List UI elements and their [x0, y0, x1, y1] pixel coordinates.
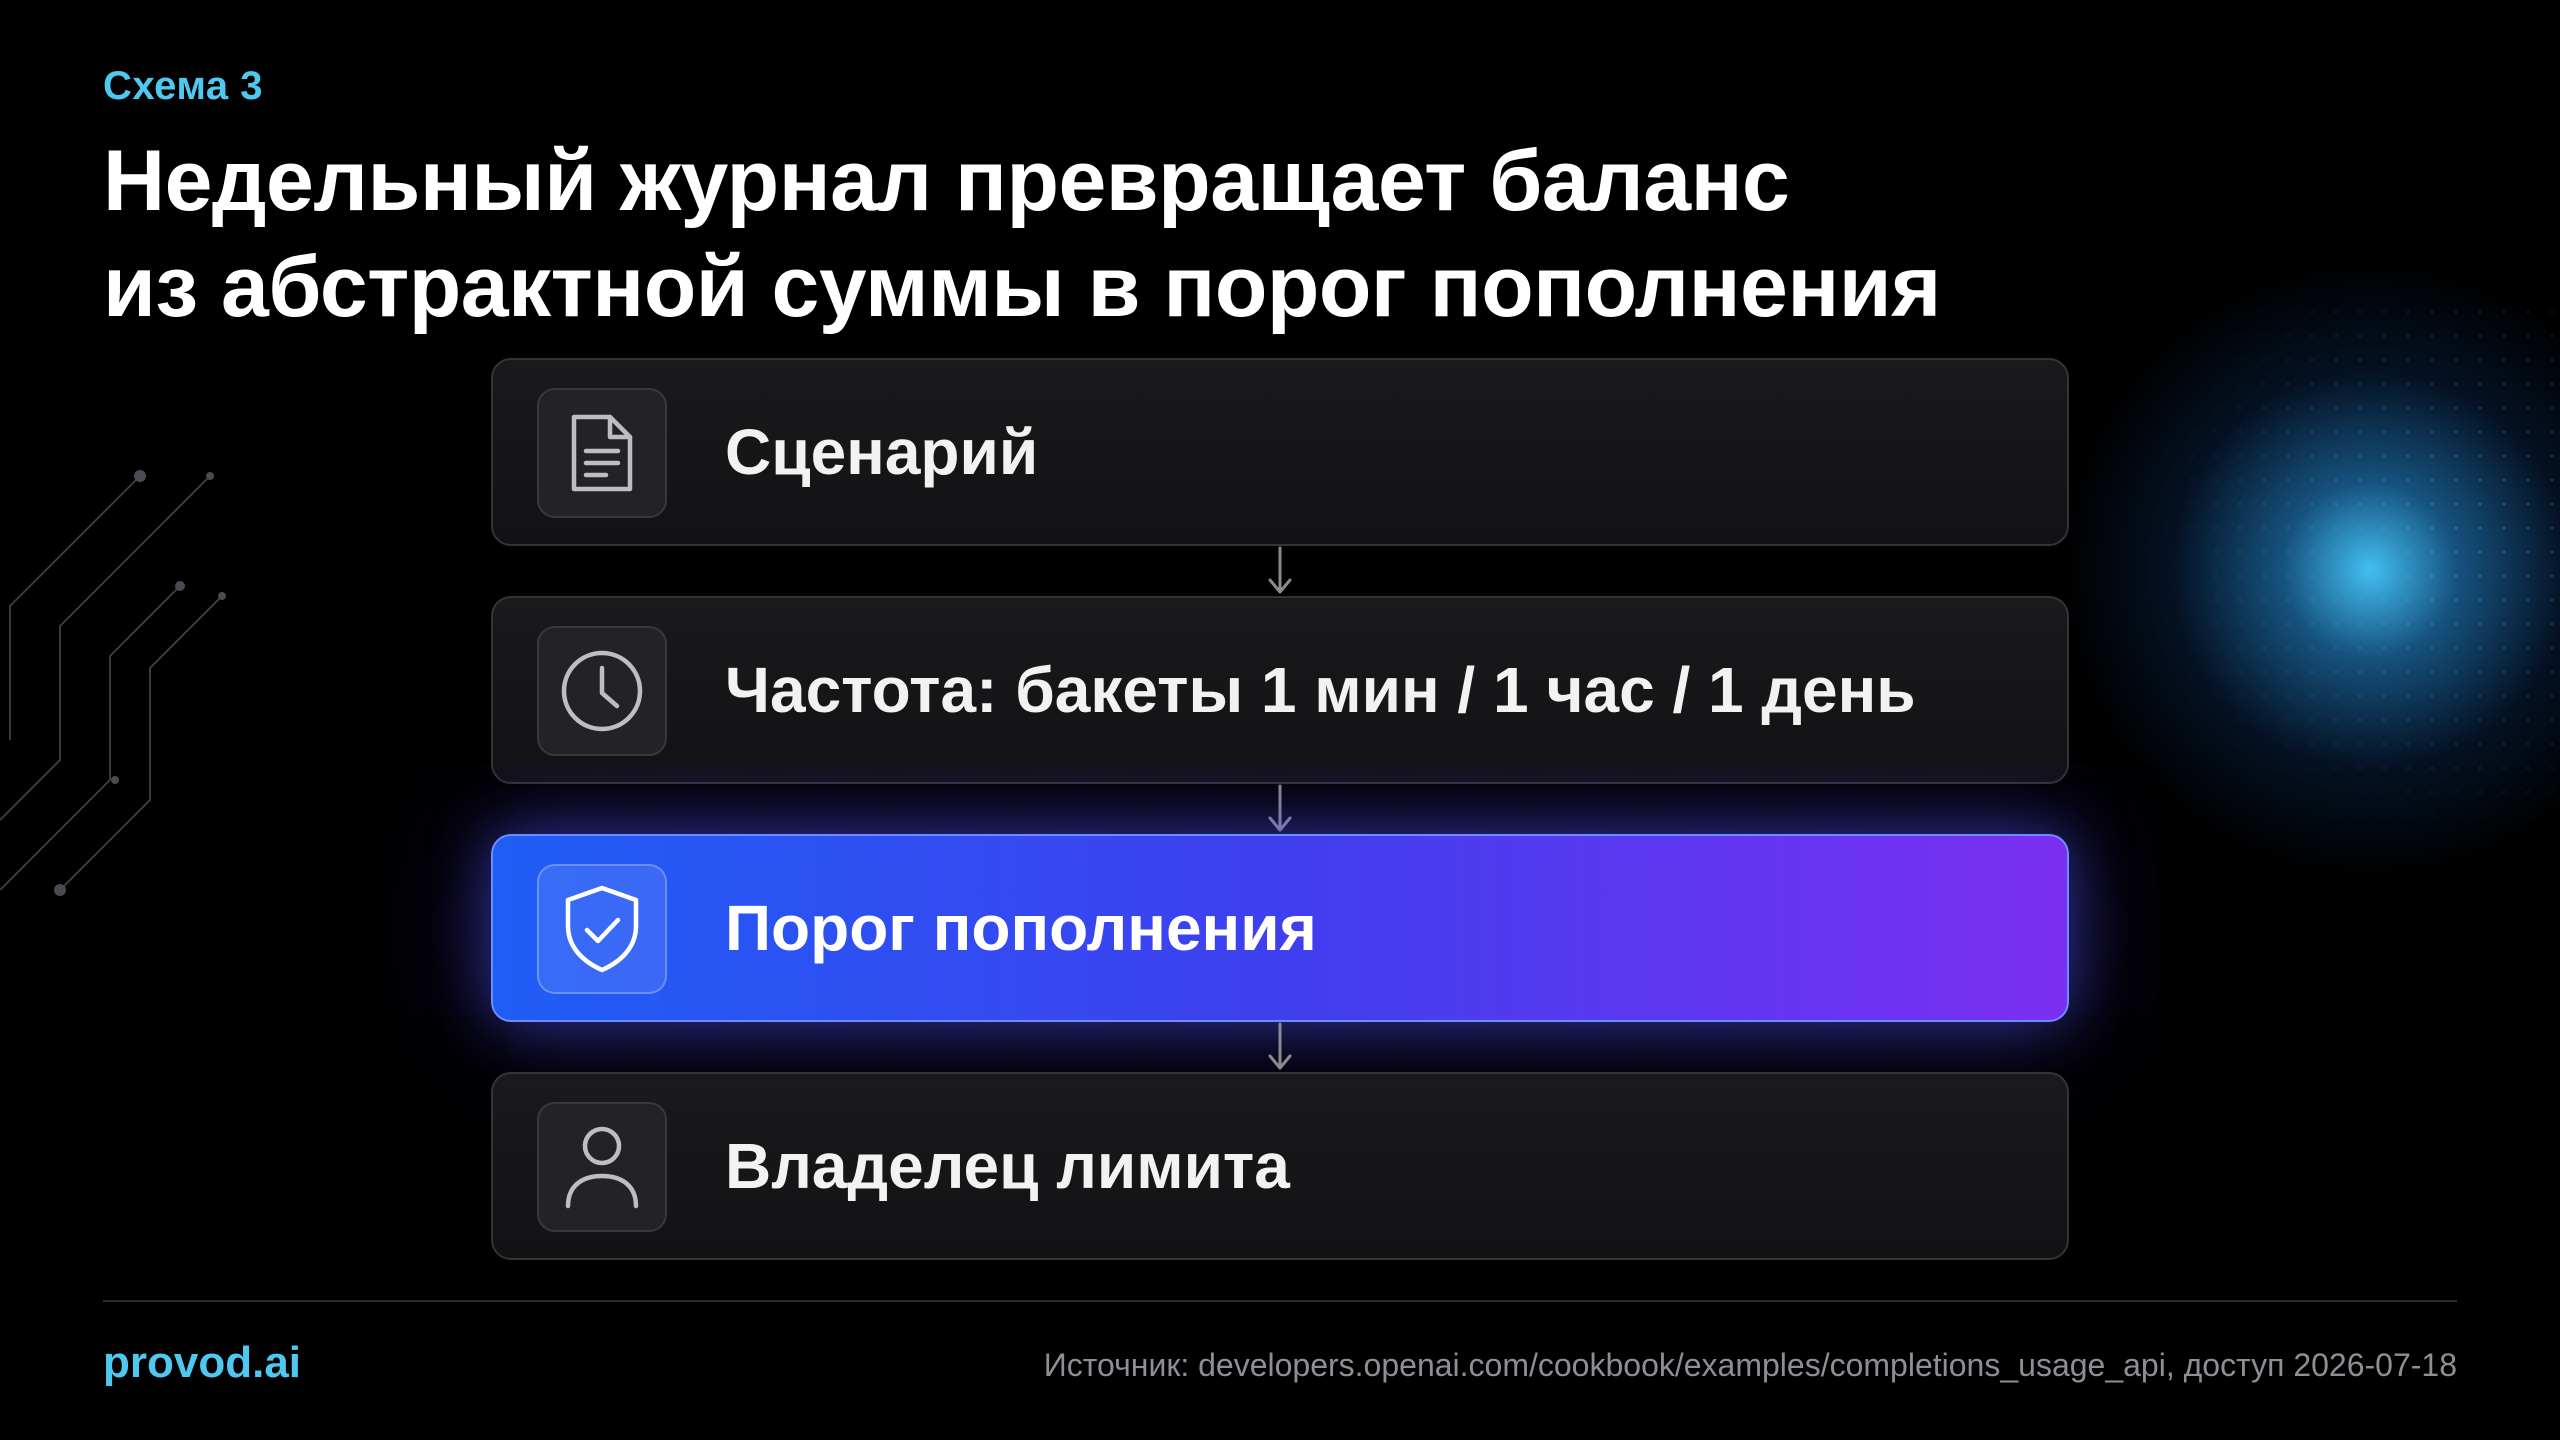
flow-diagram: Сценарий Частота: бакеты 1 мин / 1 час /… [491, 358, 2069, 1260]
step-label: Сценарий [725, 416, 1039, 488]
page-title: Недельный журнал превращает баланс из аб… [103, 128, 1941, 340]
footer-divider [103, 1300, 2457, 1302]
step-icon-box [537, 864, 667, 994]
flow-arrow [491, 546, 2069, 596]
step-topup-threshold: Порог пополнения [491, 834, 2069, 1022]
step-limit-owner: Владелец лимита [491, 1072, 2069, 1260]
title-line-1: Недельный журнал превращает баланс [103, 133, 1790, 229]
step-label: Частота: бакеты 1 мин / 1 час / 1 день [725, 654, 1916, 726]
background-dot-grid [2060, 300, 2560, 820]
document-icon [571, 414, 633, 492]
step-label: Порог пополнения [725, 892, 1317, 964]
user-icon [565, 1126, 639, 1209]
shield-check-icon [565, 885, 639, 973]
step-scenario: Сценарий [491, 358, 2069, 546]
circuit-decoration [0, 470, 226, 896]
source-citation: Источник: developers.openai.com/cookbook… [1043, 1347, 2457, 1383]
title-line-2: из абстрактной суммы в порог пополнения [103, 239, 1941, 335]
diagram-number: Схема 3 [103, 64, 264, 108]
flow-arrow [491, 1022, 2069, 1072]
step-icon-box [537, 1102, 667, 1232]
brand-logo: provod.ai [103, 1338, 302, 1387]
step-label: Владелец лимита [725, 1130, 1290, 1202]
step-frequency: Частота: бакеты 1 мин / 1 час / 1 день [491, 596, 2069, 784]
clock-icon [561, 650, 643, 732]
step-icon-box [537, 388, 667, 518]
step-icon-box [537, 626, 667, 756]
flow-arrow [491, 784, 2069, 834]
